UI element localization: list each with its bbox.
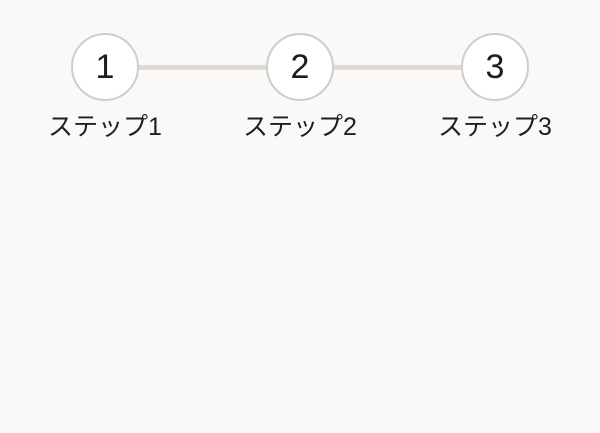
wizard-screen: 1 ステップ1 2 ステップ2 3 ステップ3 [0,33,600,433]
step-3-number: 3 [485,48,505,86]
step-3: 3 ステップ3 [438,33,552,142]
stepper: 1 ステップ1 2 ステップ2 3 ステップ3 [48,33,552,142]
step-1: 1 ステップ1 [48,33,162,142]
step-3-circle[interactable]: 3 [461,33,529,101]
step-1-circle[interactable]: 1 [71,33,139,101]
step-1-number: 1 [95,48,115,86]
connector-1-2 [138,64,267,70]
step-2: 2 ステップ2 [243,33,357,142]
step-1-label: ステップ1 [48,113,162,141]
connector-2-3 [333,64,462,70]
step-2-label: ステップ2 [243,113,357,141]
step-2-circle[interactable]: 2 [266,33,334,101]
step-3-label: ステップ3 [438,113,552,141]
step-2-number: 2 [290,48,310,86]
